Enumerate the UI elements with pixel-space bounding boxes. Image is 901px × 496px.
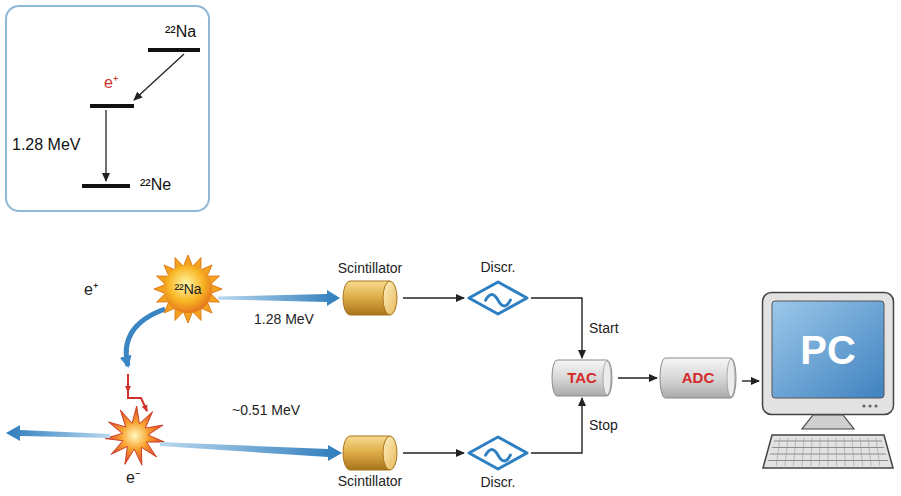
signal-line [531, 398, 582, 453]
gamma-beam [6, 425, 110, 441]
signal-line [403, 452, 464, 453]
edge-label: Stop [587, 417, 620, 433]
discriminator: Discr. [467, 280, 529, 316]
particle-label: ~0.51 MeV [232, 402, 300, 418]
part-label: Discr. [481, 259, 516, 275]
signal-line [531, 298, 582, 358]
gamma-beam [160, 442, 342, 461]
scintillator-shape [343, 436, 397, 470]
particle-label: e⁺ [84, 281, 98, 299]
signal-line [618, 377, 657, 378]
level-label: 1.28 MeV [12, 136, 80, 154]
scintillator: Scintillator [343, 436, 397, 470]
scintillator: Scintillator [343, 281, 397, 315]
level-label: ²²Na [165, 23, 196, 41]
positron-path [126, 309, 165, 366]
particle-label: e⁻ [126, 469, 140, 487]
decay-scheme [82, 50, 200, 186]
edge-label: Start [587, 320, 621, 336]
discriminator-shape [467, 435, 529, 471]
annihilation-burst [105, 406, 164, 465]
level-label: ²²Ne [140, 176, 171, 194]
signal-line [403, 297, 464, 298]
tac-unit: TAC [552, 360, 612, 396]
level-label: e⁺ [104, 74, 118, 92]
pc-monitor: PC [762, 292, 894, 470]
part-label: Scintillator [338, 473, 403, 489]
unit-label: TAC [567, 369, 597, 386]
edge-label: 1.28 MeV [252, 311, 316, 327]
screen-label: PC [800, 327, 856, 373]
discriminator: Discr. [467, 435, 529, 471]
source-sun: ²²Na [160, 262, 216, 316]
unit-label: ²²Na [174, 281, 201, 297]
signal-line [742, 380, 759, 381]
discriminator-shape [467, 280, 529, 316]
unit-label: ADC [682, 369, 715, 386]
monitor-shape [762, 292, 894, 470]
scintillator-shape [343, 281, 397, 315]
positron-track [127, 380, 129, 392]
part-label: Discr. [481, 474, 516, 490]
adc-unit: ADC [660, 358, 736, 398]
part-label: Scintillator [338, 260, 403, 276]
gamma-beam [218, 290, 340, 306]
positron-track [128, 374, 147, 411]
decay-scheme-box: ²²Na e⁺ 1.28 MeV ²²Ne [5, 5, 210, 212]
